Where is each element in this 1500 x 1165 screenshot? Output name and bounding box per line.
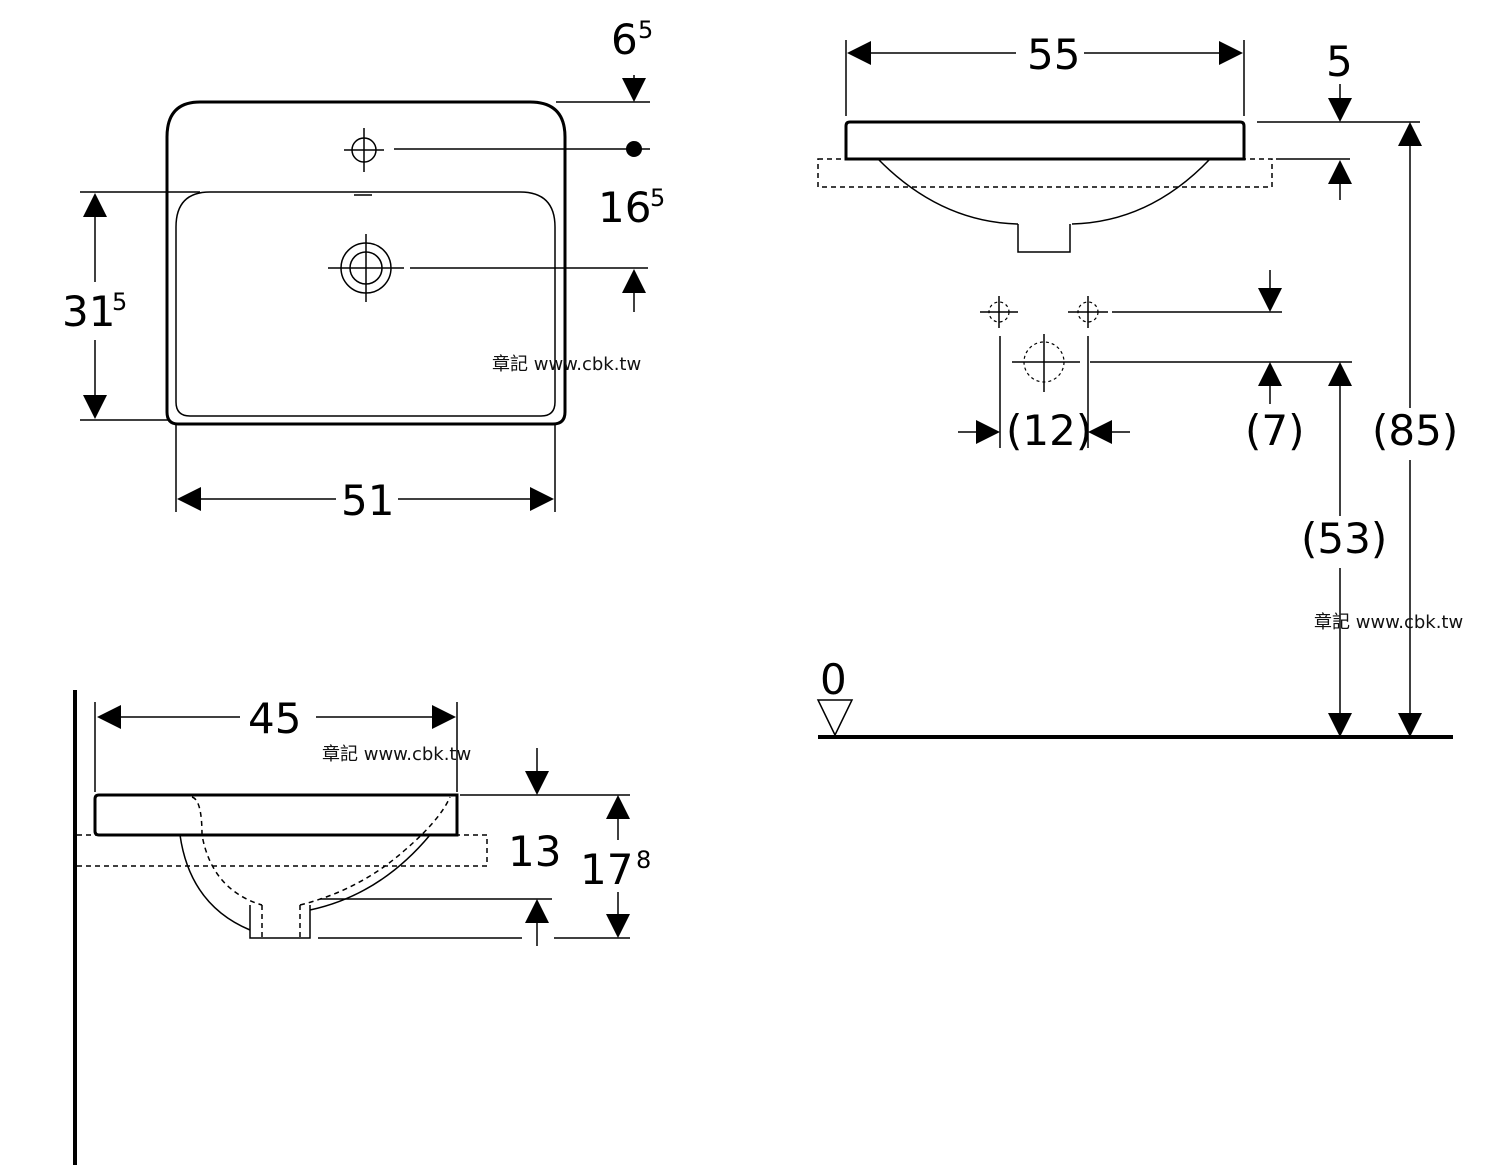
depth-label: 31 xyxy=(62,287,115,336)
front-width-label: 55 xyxy=(1027,30,1080,79)
tap-spacing-label: (12) xyxy=(1006,406,1092,455)
floor-level-marker xyxy=(816,699,854,737)
basin-depth-label: 13 xyxy=(508,827,561,876)
countertop-outline xyxy=(817,158,1273,188)
depth-superscript: 5 xyxy=(112,288,127,316)
tap-hole-right-symbol xyxy=(1068,296,1108,328)
rim-thickness-label: 5 xyxy=(1326,37,1353,86)
drain-offset-superscript: 5 xyxy=(650,184,665,212)
basin-rim xyxy=(93,793,459,837)
watermark: 章記 www.cbk.tw xyxy=(492,354,641,375)
total-height-label: (85) xyxy=(1372,406,1458,455)
front-view: 55 5 (7) xyxy=(816,30,1463,739)
drain-offset-label: 16 xyxy=(598,183,651,232)
width-label: 51 xyxy=(341,476,394,525)
basin-bowl xyxy=(179,834,431,931)
basin-inner-outline xyxy=(175,191,556,417)
drain-height-label: (53) xyxy=(1301,514,1387,563)
basin-inner-hidden xyxy=(191,796,451,906)
tap-offset-label: 6 xyxy=(611,15,638,64)
tap-hole-symbol xyxy=(344,128,384,172)
drain-outlet xyxy=(249,905,311,939)
tap-drop-label: (7) xyxy=(1245,406,1305,455)
tap-reference-dot xyxy=(626,141,642,157)
tap-offset-superscript: 5 xyxy=(638,16,653,44)
basin-outer-outline xyxy=(165,100,567,426)
drain-inner-hidden xyxy=(261,905,301,938)
total-depth-superscript: 8 xyxy=(636,846,651,874)
side-depth-label: 45 xyxy=(248,694,301,743)
watermark: 章記 www.cbk.tw xyxy=(322,744,471,765)
top-view: 6 5 16 5 31 5 51 章記 www.cbk.tw xyxy=(62,15,665,525)
countertop-outline xyxy=(77,834,488,867)
tap-hole-left-symbol xyxy=(980,296,1018,328)
basin-bowl xyxy=(877,158,1211,225)
total-depth-label: 17 xyxy=(580,845,633,894)
watermark: 章記 www.cbk.tw xyxy=(1314,612,1463,633)
center-hole-symbol xyxy=(1012,334,1080,392)
side-view: 45 13 17 8 章記 www.cbk.tw xyxy=(73,690,651,1165)
floor-level-label: 0 xyxy=(820,655,847,704)
drain-outlet xyxy=(1017,224,1071,253)
drain-symbol xyxy=(328,234,404,302)
basin-rim xyxy=(844,120,1246,161)
